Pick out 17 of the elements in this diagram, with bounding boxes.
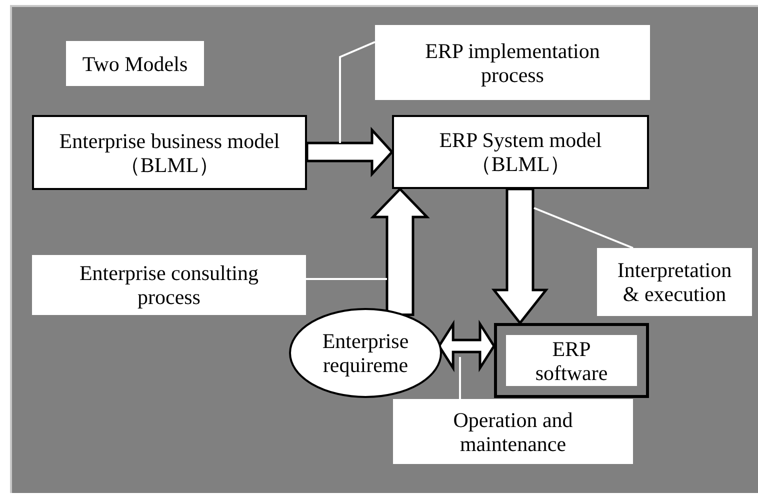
block-arrow	[306, 126, 394, 178]
leader-line	[534, 207, 634, 249]
process-box: Enterprise business model （BLML）	[32, 115, 307, 190]
block-arrow	[491, 188, 549, 326]
label-box: Interpretation & execution	[597, 248, 752, 316]
leader-line	[306, 278, 387, 280]
block-arrow	[438, 320, 496, 372]
block-arrow	[370, 187, 430, 316]
software-box: ERP software	[494, 323, 649, 398]
leader-line	[339, 41, 376, 143]
process-box: ERP System model （BLML）	[392, 115, 649, 189]
label-box: ERP implementation process	[375, 25, 650, 100]
leader-line	[459, 357, 461, 399]
label-box: Enterprise consulting process	[32, 255, 306, 315]
label-box: Operation and maintenance	[393, 399, 633, 464]
requirement-ellipse: Enterprise requireme	[289, 308, 442, 398]
label-box: Two Models	[66, 41, 204, 86]
